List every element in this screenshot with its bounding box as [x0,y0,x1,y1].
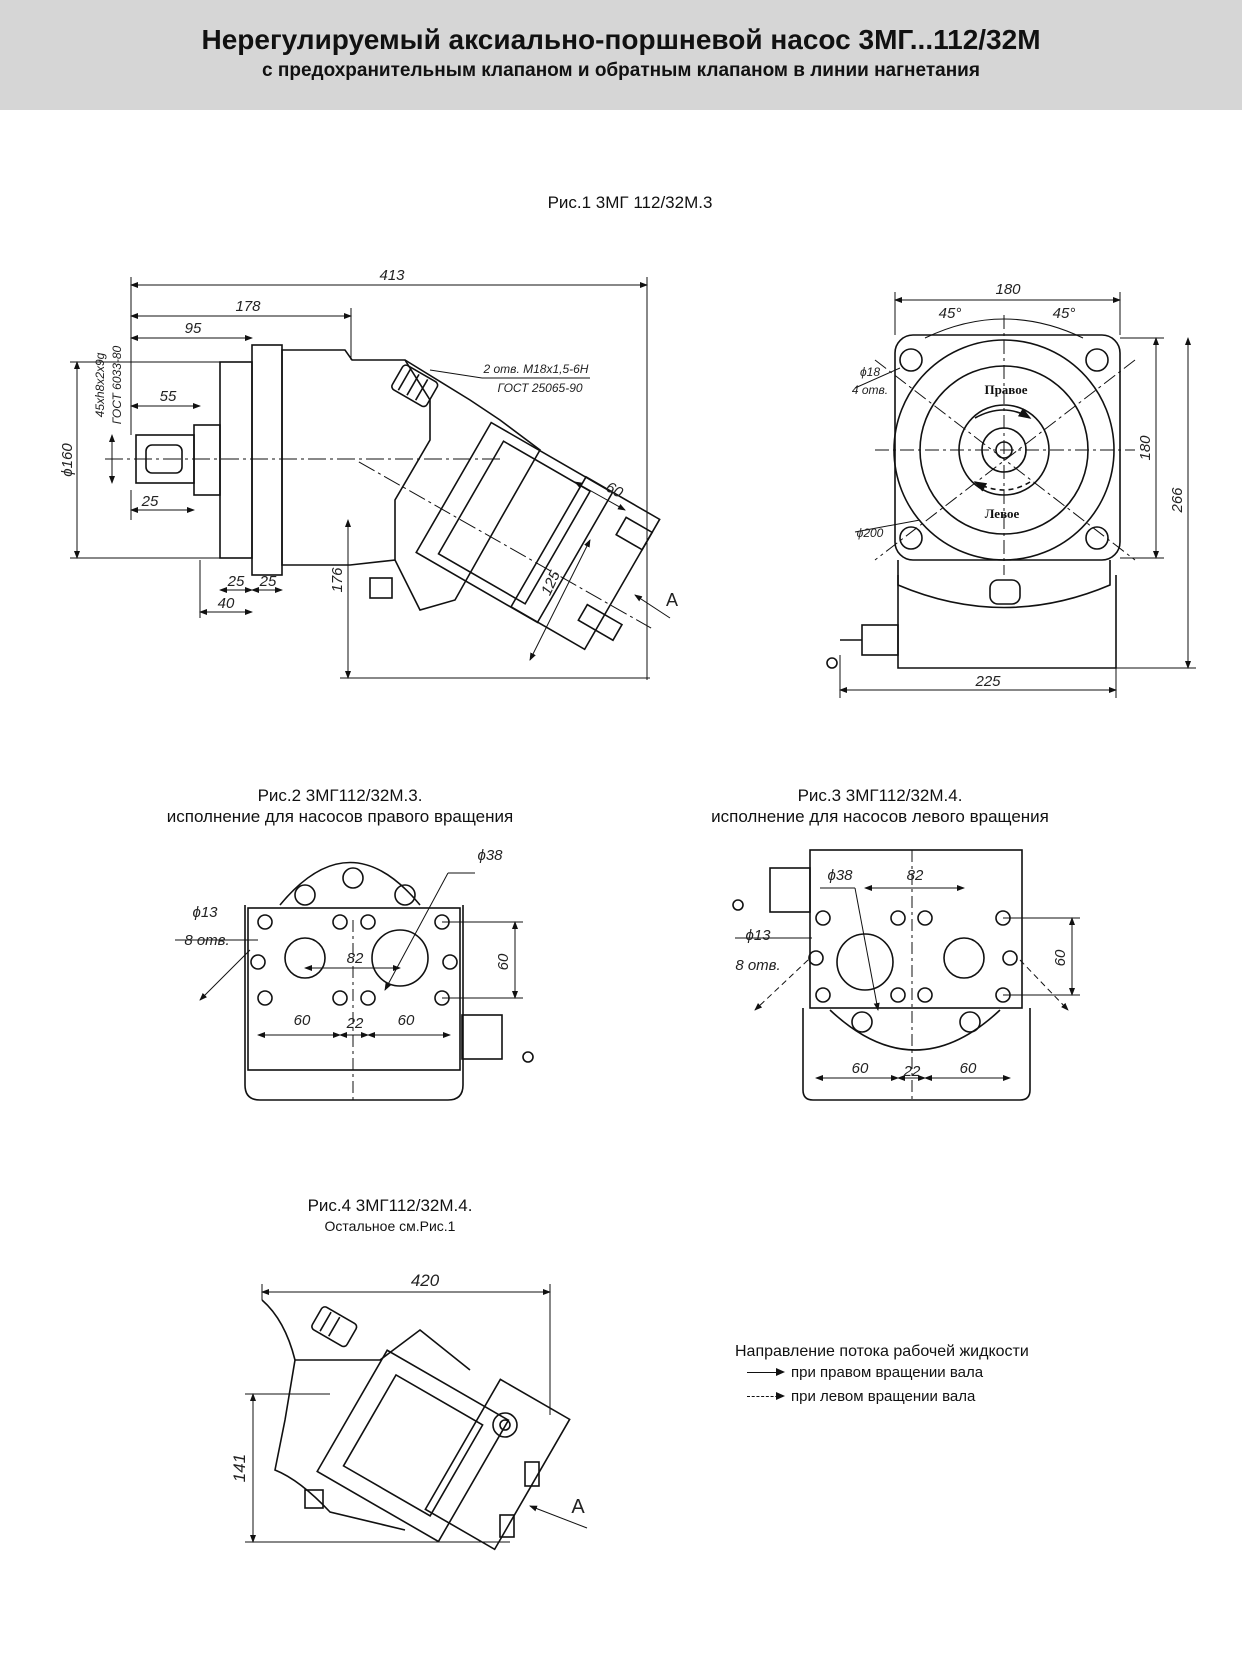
fig3-holes-8: 8 отв. [735,957,780,974]
dim-spline: 45xh8x2x9g [93,352,107,417]
front-dim-200: ϕ200 [857,526,884,540]
fig2-dim-13: ϕ13 [192,904,218,921]
fig3-dim-60-right: 60 [960,1060,977,1077]
dim-thread: 2 отв. М18х1,5-6Н [483,362,589,376]
dim-25-flange-b: 25 [259,573,277,590]
fig3-caption-line2: исполнение для насосов левого вращения [711,807,1049,826]
solid-arrow-icon [747,1368,785,1376]
fig2-dim-60-vertical: 60 [495,953,512,970]
fig4-caption-line2: Остальное см.Рис.1 [324,1218,456,1234]
dim-25-flange-a: 25 [227,573,245,590]
fig3-dim-22: 22 [903,1063,921,1080]
fig2-plate [247,907,461,1071]
fig4-caption: Рис.4 3МГ112/32М.4. Остальное см.Рис.1 [260,1195,520,1237]
front-holes-4: 4 отв. [852,383,888,397]
dashed-arrow-icon [747,1392,785,1400]
mounting-flange [219,361,253,559]
fig2-bolt-holes [250,914,458,1006]
dim-160: ϕ160 [59,443,76,477]
dim-gost: ГОСТ 6033-80 [110,345,124,424]
fig2-caption: Рис.2 3МГ112/32М.3. исполнение для насос… [120,785,560,827]
front-angle-45-left: 45° [939,305,962,322]
fig3-view [732,849,1031,1101]
legend-title: Направление потока рабочей жидкости [735,1343,1029,1360]
flow-direction-legend: Направление потока рабочей жидкости при … [735,1343,1029,1409]
page-title: Нерегулируемый аксиально-поршневой насос… [201,24,1041,55]
fig2-dim-82: 82 [347,950,364,967]
header-band: Нерегулируемый аксиально-поршневой насос… [0,0,1242,110]
fig1-side-view [105,344,661,651]
dim-25-shaft: 25 [141,493,159,510]
legend-row-left: при левом вращении вала [735,1385,1029,1409]
fig4-view-a-label: A [571,1496,585,1518]
fig2-caption-line2: исполнение для насосов правого вращения [166,807,514,826]
front-dim-180-width: 180 [995,281,1021,298]
fig2-caption-line1: Рис.2 3МГ112/32М.3. [257,786,423,805]
fig3-dim-82: 82 [907,867,924,884]
front-dim-18: ϕ18 [860,365,880,379]
legend-right-rotation: при правом вращении вала [791,1364,984,1381]
fig4-caption-line1: Рис.4 3МГ112/32М.4. [307,1196,473,1215]
pump-housing [281,349,431,566]
fig3-dim-38: ϕ38 [827,867,853,884]
fig3-plate [809,849,1023,1009]
legend-left-rotation: при левом вращении вала [791,1388,976,1405]
dim-40: 40 [218,595,235,612]
fig1-front-view [826,315,1136,669]
fig2-dim-38: ϕ38 [477,847,503,864]
fig3-caption-line1: Рис.3 3МГ112/32М.4. [797,786,963,805]
front-dim-180-height: 180 [1137,435,1154,461]
rotation-right-label: Правое [984,382,1027,397]
dim-413: 413 [379,267,405,284]
fig3-caption: Рис.3 3МГ112/32М.4. исполнение для насос… [670,785,1090,827]
dim-95: 95 [185,320,202,337]
fig3-dim-60-vertical: 60 [1052,949,1069,966]
dim-60-side: 60 [603,479,627,502]
rotation-left-label: Левое [985,506,1020,521]
fig4-dim-141: 141 [230,1454,249,1482]
page-subtitle: с предохранительным клапаном и обратным … [262,60,980,81]
dim-thread-gost: ГОСТ 25065-90 [497,381,582,395]
fig2-dim-22: 22 [346,1015,364,1032]
fig1-caption: Рис.1 3МГ 112/32М.3 [547,193,713,212]
dim-178: 178 [235,298,261,315]
front-dim-266: 266 [1169,487,1186,514]
fig2-holes-8: 8 отв. [184,932,229,949]
fig2-dim-60-left: 60 [294,1012,311,1029]
fig2-view [244,861,534,1101]
fig3-bolt-holes [808,910,1018,1003]
fig2-dim-60-right: 60 [398,1012,415,1029]
dim-55: 55 [160,388,177,405]
dim-125: 125 [538,568,564,598]
view-a-label: A [666,590,678,610]
fig4-dim-420: 420 [411,1271,440,1290]
fig3-dim-60-left: 60 [852,1060,869,1077]
fig4-view [261,1299,571,1551]
front-dim-225: 225 [974,673,1001,690]
legend-row-right: при правом вращении вала [735,1361,1029,1385]
fig3-dim-13: ϕ13 [745,927,771,944]
front-angle-45-right: 45° [1053,305,1076,322]
dim-176: 176 [329,567,346,593]
